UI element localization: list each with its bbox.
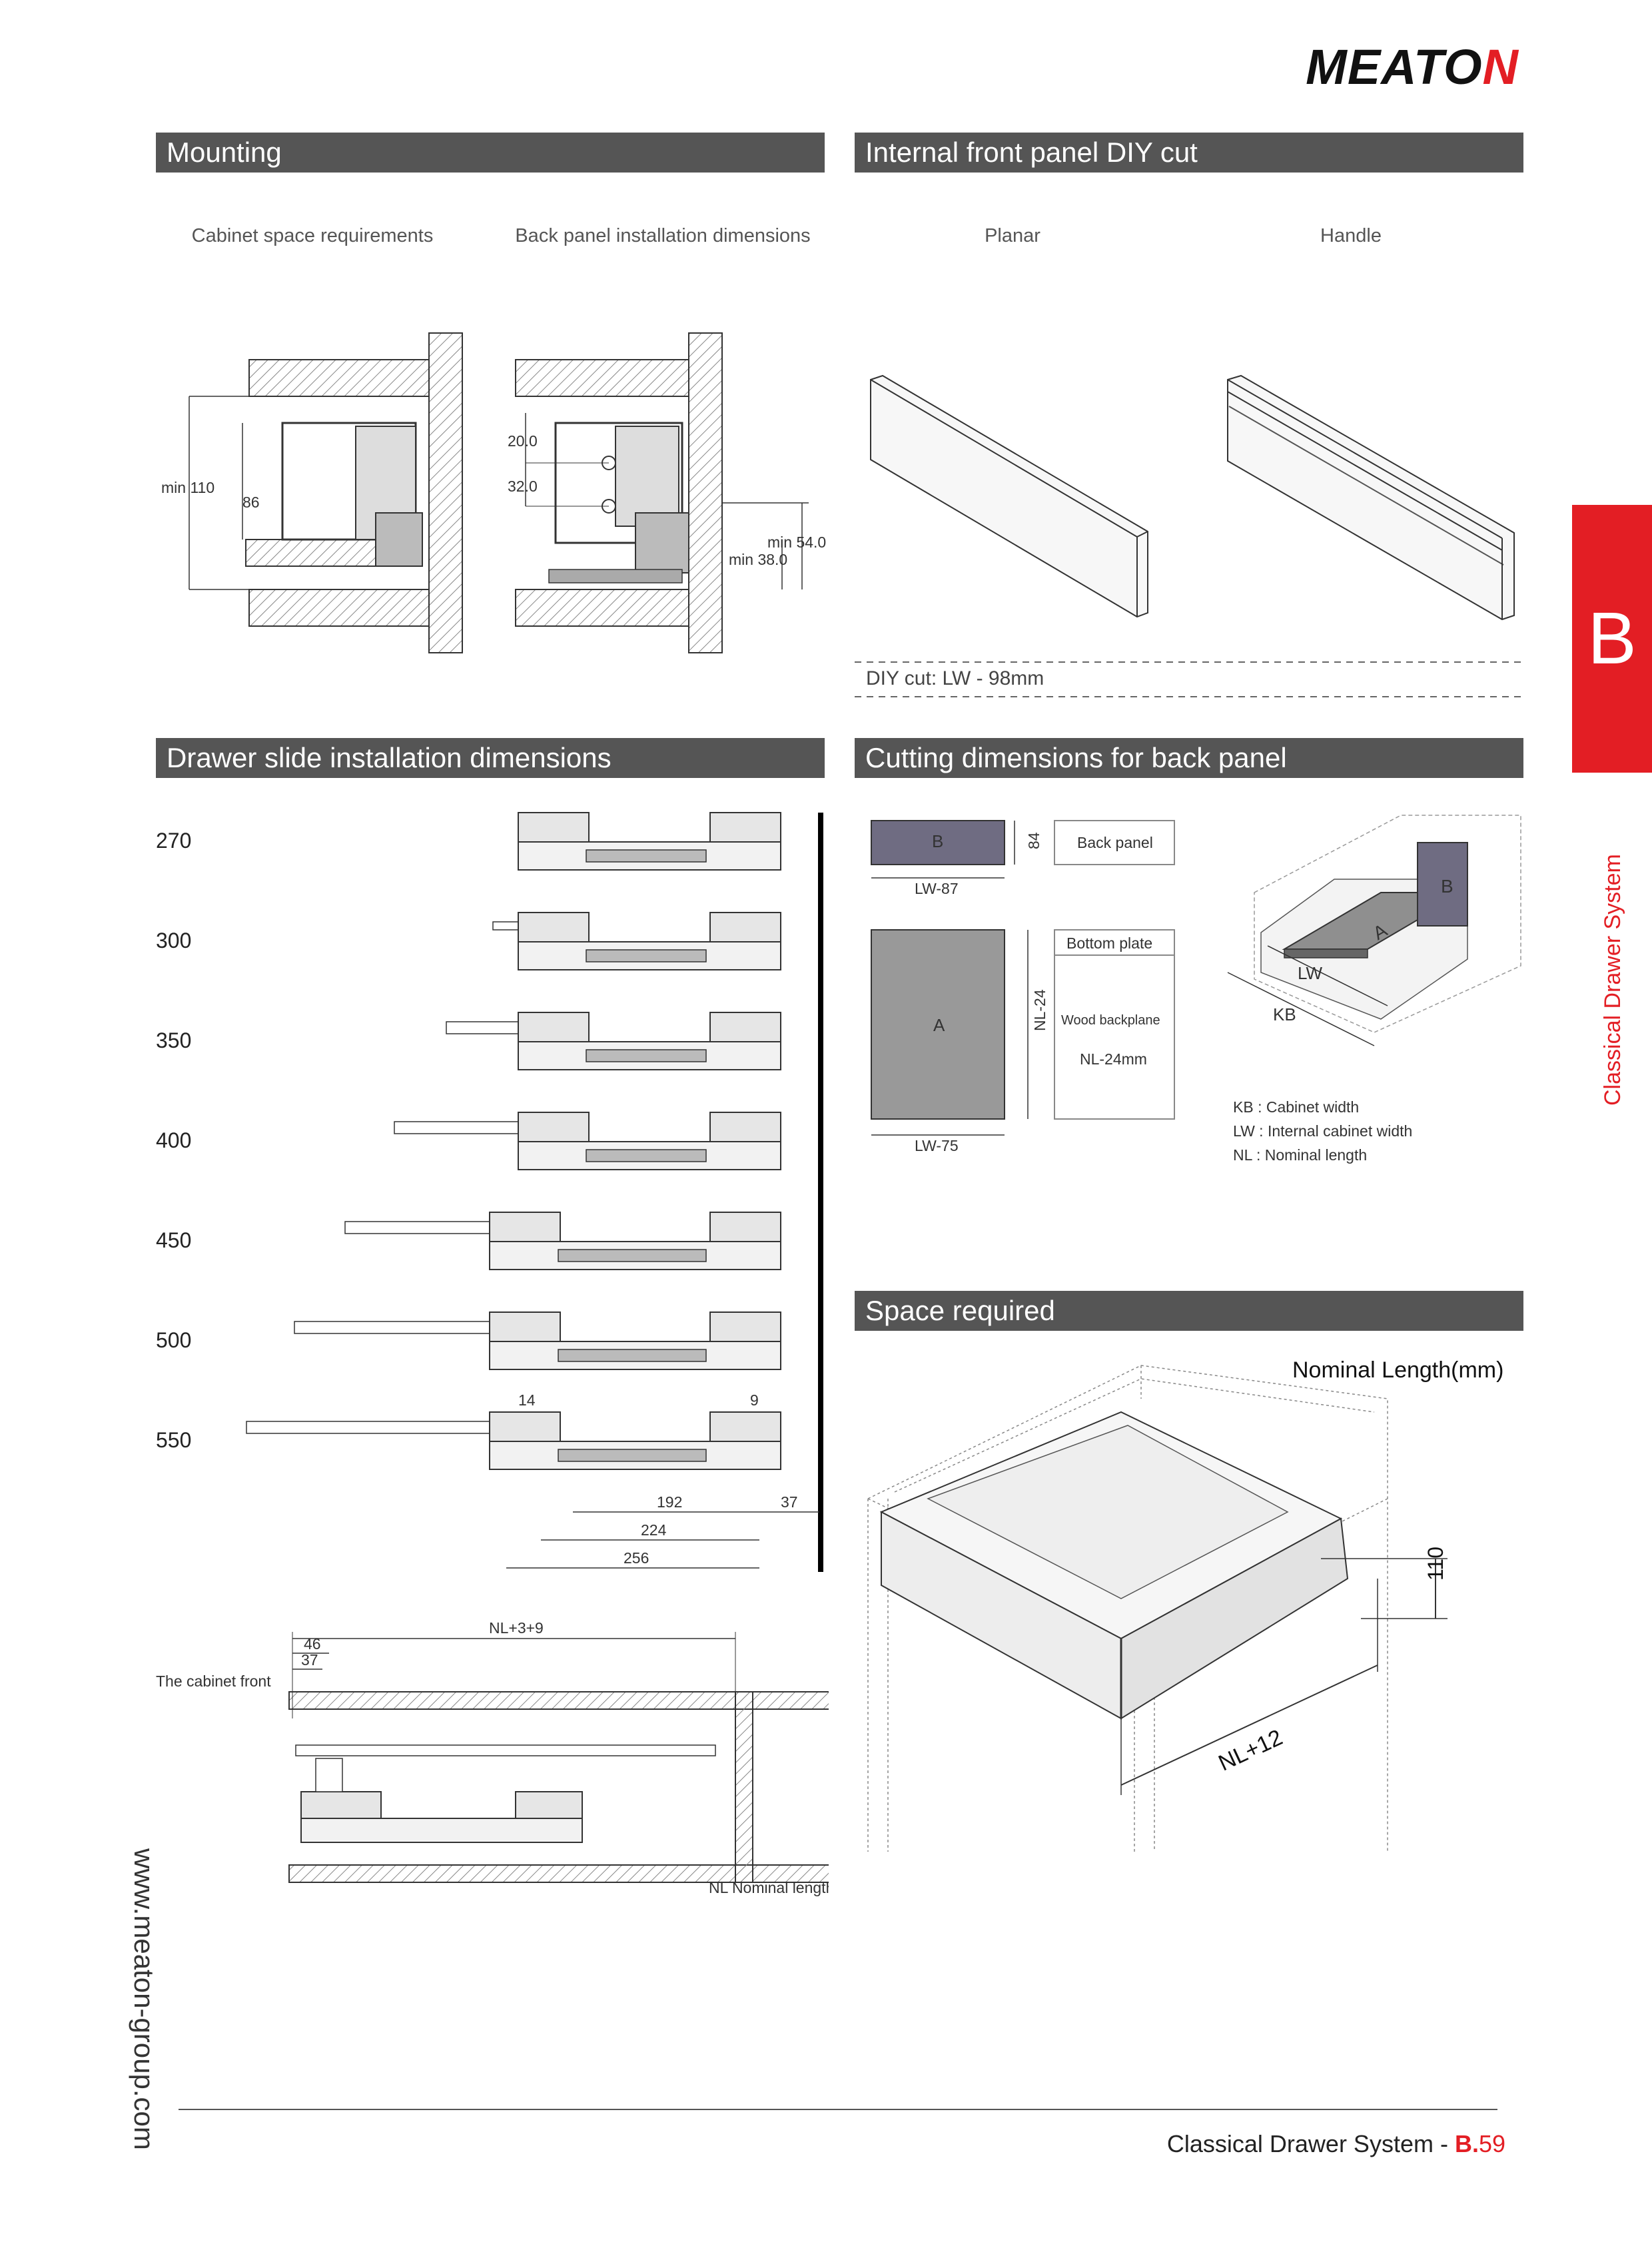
length-270: 270: [156, 829, 192, 853]
caption-back-panel: Back panel installation dimensions: [515, 225, 811, 246]
diy-cut-lines: [855, 661, 1523, 697]
cutting-diagram: B 84 LW-87 Back panel A NL-24 LW-75 Bott…: [871, 815, 1521, 1164]
footer-caption: Classical Drawer System - B.59: [1166, 2130, 1505, 2157]
space-diagram: 110 NL+12: [867, 1365, 1447, 1852]
dim-lw-87: LW-87: [915, 880, 959, 897]
slide-row-400: [394, 1112, 781, 1170]
side-tab-label: Classical Drawer System: [1600, 854, 1625, 1106]
slide-diagrams: 14 9 192 37 224 256: [246, 812, 823, 1572]
slide-row-350: [446, 1012, 781, 1070]
cabinet-front-diagram: NL+3+9 46 37 The cabinet front NL Nomina…: [156, 1619, 829, 1896]
dim-min-110: min 110: [161, 479, 214, 496]
label-b: B: [932, 831, 943, 851]
slide-row-270: [518, 812, 781, 871]
label-nl-nominal: NL Nominal length: [709, 1879, 829, 1896]
length-300: 300: [156, 929, 192, 952]
legend-nl: NL : Nominal length: [1233, 1146, 1367, 1164]
dim-min-54: min 54.0: [767, 534, 826, 551]
label-bottom-plate: Bottom plate: [1066, 934, 1152, 952]
front-panel-header: Internal front panel DIY cut: [855, 133, 1523, 173]
length-550: 550: [156, 1428, 192, 1452]
brand-logo: MEATON: [1306, 39, 1519, 95]
space-header: Space required: [855, 1291, 1523, 1331]
dim-nl-24: NL-24: [1031, 989, 1048, 1031]
website-url: www.meaton-group.com: [129, 1848, 160, 2150]
dim-20: 20.0: [508, 432, 538, 450]
iso-label-b: B: [1441, 876, 1453, 897]
front-panel-diagram: [870, 374, 1515, 621]
cutting-header: Cutting dimensions for back panel: [855, 738, 1523, 778]
nominal-length-heading: Nominal Length(mm): [1292, 1357, 1504, 1383]
dim-nl-3-9: NL+3+9: [489, 1619, 544, 1637]
dim-14: 14: [518, 1391, 536, 1409]
dim-lw-75: LW-75: [915, 1137, 959, 1154]
length-450: 450: [156, 1228, 192, 1252]
length-350: 350: [156, 1028, 192, 1052]
iso-label-kb: KB: [1273, 1004, 1296, 1024]
section-tab: B: [1572, 505, 1652, 773]
iso-label-lw: LW: [1298, 963, 1323, 983]
dim-nl-12: NL+12: [1214, 1724, 1286, 1776]
slide-row-450: [344, 1212, 781, 1270]
dim-256: 256: [623, 1549, 649, 1567]
dim-110: 110: [1424, 1547, 1447, 1581]
legend-kb: KB : Cabinet width: [1233, 1098, 1359, 1116]
dim-min-38: min 38.0: [729, 551, 787, 568]
label-a: A: [933, 1015, 945, 1035]
dim-32: 32.0: [508, 478, 538, 495]
caption-cabinet-space: Cabinet space requirements: [191, 225, 434, 246]
dim-46: 46: [304, 1635, 321, 1653]
dim-37b: 37: [301, 1651, 318, 1669]
dim-86: 86: [242, 494, 260, 511]
diy-cut-note: DIY cut: LW - 98mm: [866, 667, 1044, 689]
mounting-diagram: min 110 86 20.0 32.0 min 54.0 min 38.0: [161, 332, 826, 653]
slide-row-550: [246, 1411, 781, 1470]
mounting-header: Mounting: [156, 133, 825, 173]
dim-224: 224: [641, 1521, 667, 1539]
caption-handle: Handle: [1320, 225, 1382, 246]
length-500: 500: [156, 1328, 192, 1352]
label-nl-24mm: NL-24mm: [1080, 1050, 1147, 1068]
dim-84: 84: [1025, 832, 1042, 849]
label-wood-backplane: Wood backplane: [1061, 1013, 1160, 1028]
slide-row-300: [492, 912, 781, 970]
dim-37: 37: [781, 1493, 798, 1511]
dim-192: 192: [657, 1493, 682, 1511]
legend-lw: LW : Internal cabinet width: [1233, 1122, 1412, 1140]
label-back-panel: Back panel: [1077, 834, 1153, 851]
label-cabinet-front: The cabinet front: [156, 1673, 271, 1690]
dim-9: 9: [750, 1391, 759, 1409]
footer-rule: [179, 2109, 1497, 2110]
caption-planar: Planar: [985, 225, 1040, 246]
drawer-slide-header: Drawer slide installation dimensions: [156, 738, 825, 778]
slide-row-500: [294, 1311, 781, 1370]
length-400: 400: [156, 1128, 192, 1152]
